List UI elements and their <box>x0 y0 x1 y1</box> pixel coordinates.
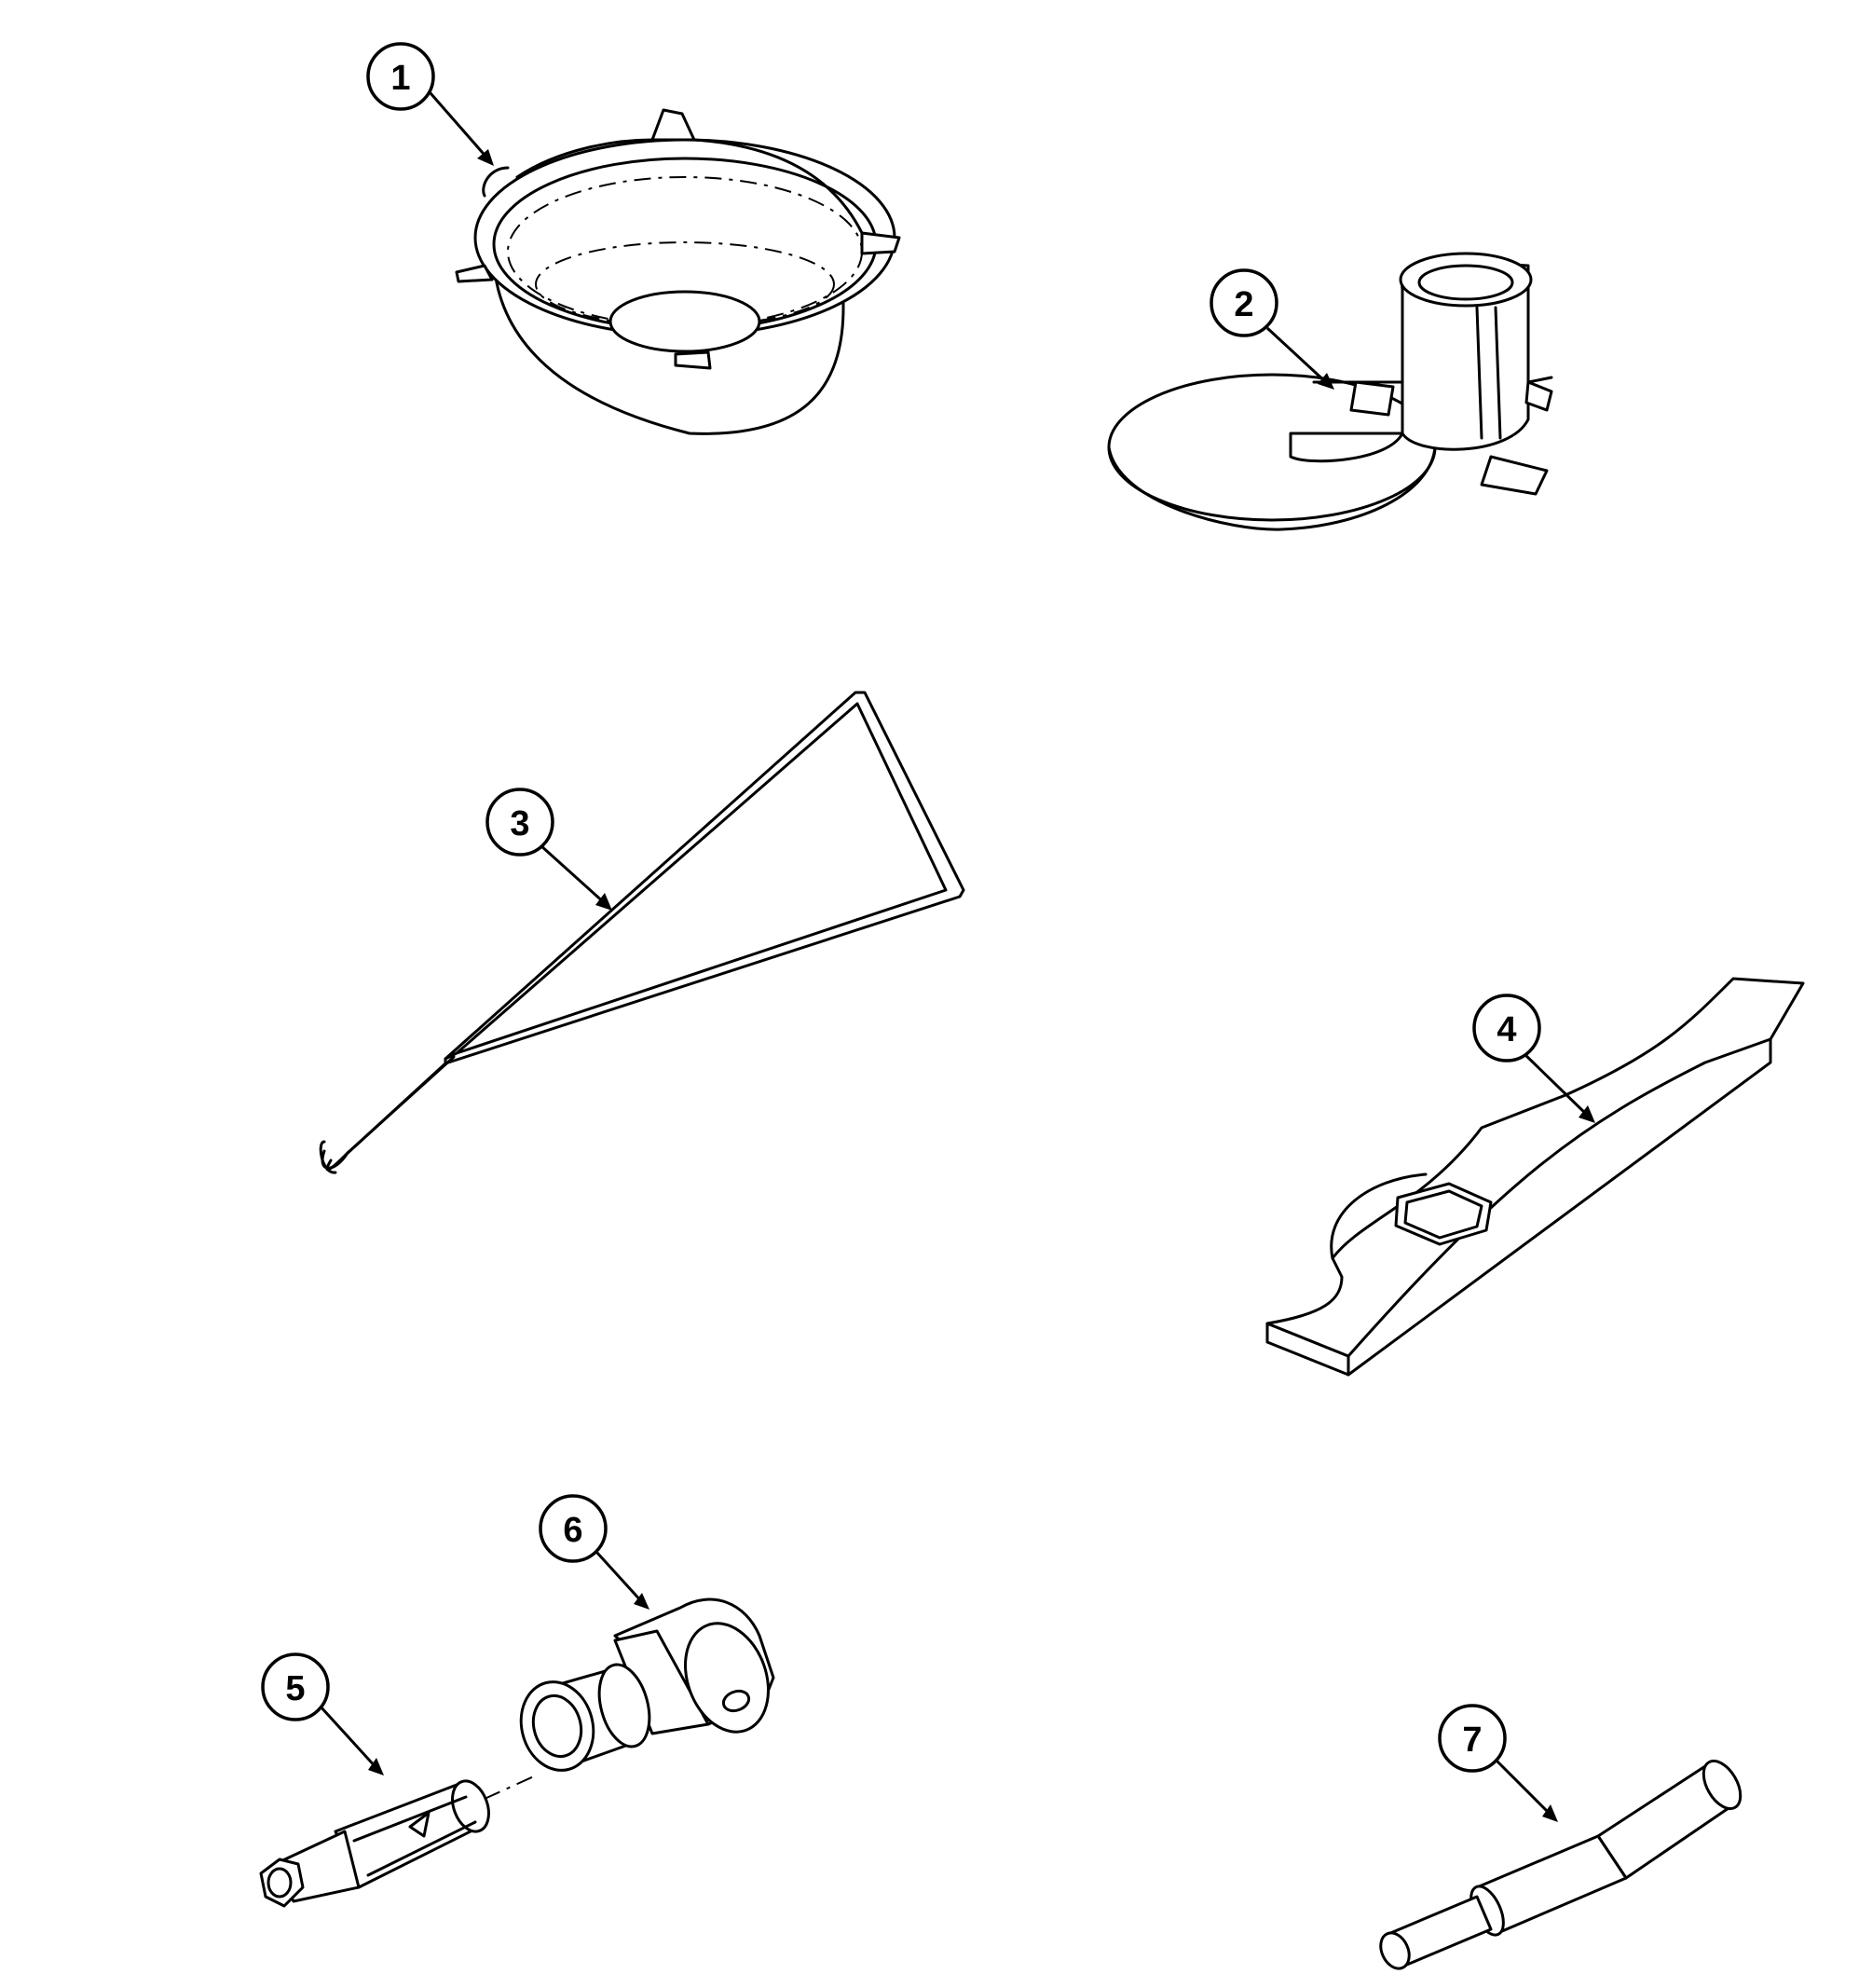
part-1-tub-basin <box>455 108 901 435</box>
callout-5: 5 <box>261 1652 384 1775</box>
part-4-flat-wrench <box>1265 977 1805 1377</box>
callout-2: 2 <box>1210 268 1334 390</box>
callout-1: 1 <box>366 42 494 166</box>
callout-3-label: 3 <box>510 804 529 843</box>
part-3-wire-hook <box>319 691 965 1174</box>
part-7-pin-punch <box>1379 1759 1743 1970</box>
part-5-torx-bit <box>259 1775 537 1908</box>
callout-6-label: 6 <box>563 1511 582 1550</box>
part-6-socket <box>519 1597 775 1772</box>
part-2-sleeve-adapter <box>1107 252 1553 531</box>
callout-7-label: 7 <box>1462 1721 1482 1760</box>
callout-3: 3 <box>485 788 612 911</box>
callout-7: 7 <box>1438 1704 1558 1822</box>
callout-4-label: 4 <box>1497 1010 1516 1049</box>
callout-5-label: 5 <box>285 1669 305 1708</box>
callout-1-label: 1 <box>390 59 410 98</box>
callout-6: 6 <box>539 1494 649 1610</box>
callout-2-label: 2 <box>1234 285 1253 324</box>
callout-4: 4 <box>1472 994 1595 1123</box>
